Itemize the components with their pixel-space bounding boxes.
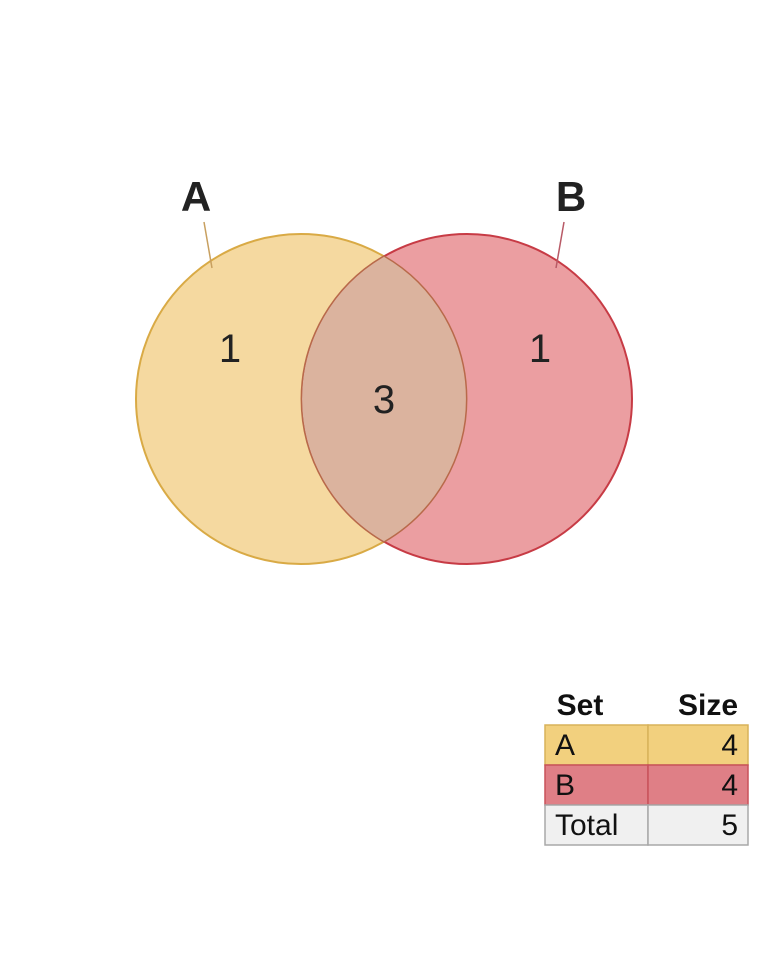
- set-b-leader-line: [555, 221, 565, 269]
- table-cell-set: [544, 764, 649, 806]
- only-a-count: 1: [219, 327, 241, 371]
- table-row-a: A 4: [544, 724, 749, 766]
- intersection-region: [302, 234, 466, 564]
- set-size-table: Set Size A 4 B 4 Total 5: [544, 689, 749, 846]
- table-set-name: B: [555, 769, 575, 802]
- table-row-total: Total 5: [544, 804, 749, 846]
- table-set-size: 4: [721, 769, 738, 802]
- set-a-leader-line: [203, 221, 213, 269]
- table-header-size: Size: [678, 689, 738, 722]
- table-set-name: A: [555, 729, 575, 762]
- table-header-set: Set: [557, 689, 604, 722]
- table-set-size: 4: [721, 729, 738, 762]
- table-cell-set: [544, 804, 649, 846]
- table-cell-size: [647, 724, 749, 766]
- table-set-name: Total: [555, 809, 618, 842]
- table-row-b: B 4: [544, 764, 749, 806]
- set-a-label: A: [181, 173, 211, 220]
- only-b-count: 1: [529, 327, 551, 371]
- table-set-size: 5: [721, 809, 738, 842]
- table-cell-size: [647, 804, 749, 846]
- intersection-outline: [300, 255, 468, 543]
- intersection-count: 3: [373, 378, 395, 422]
- set-b-label: B: [556, 173, 586, 220]
